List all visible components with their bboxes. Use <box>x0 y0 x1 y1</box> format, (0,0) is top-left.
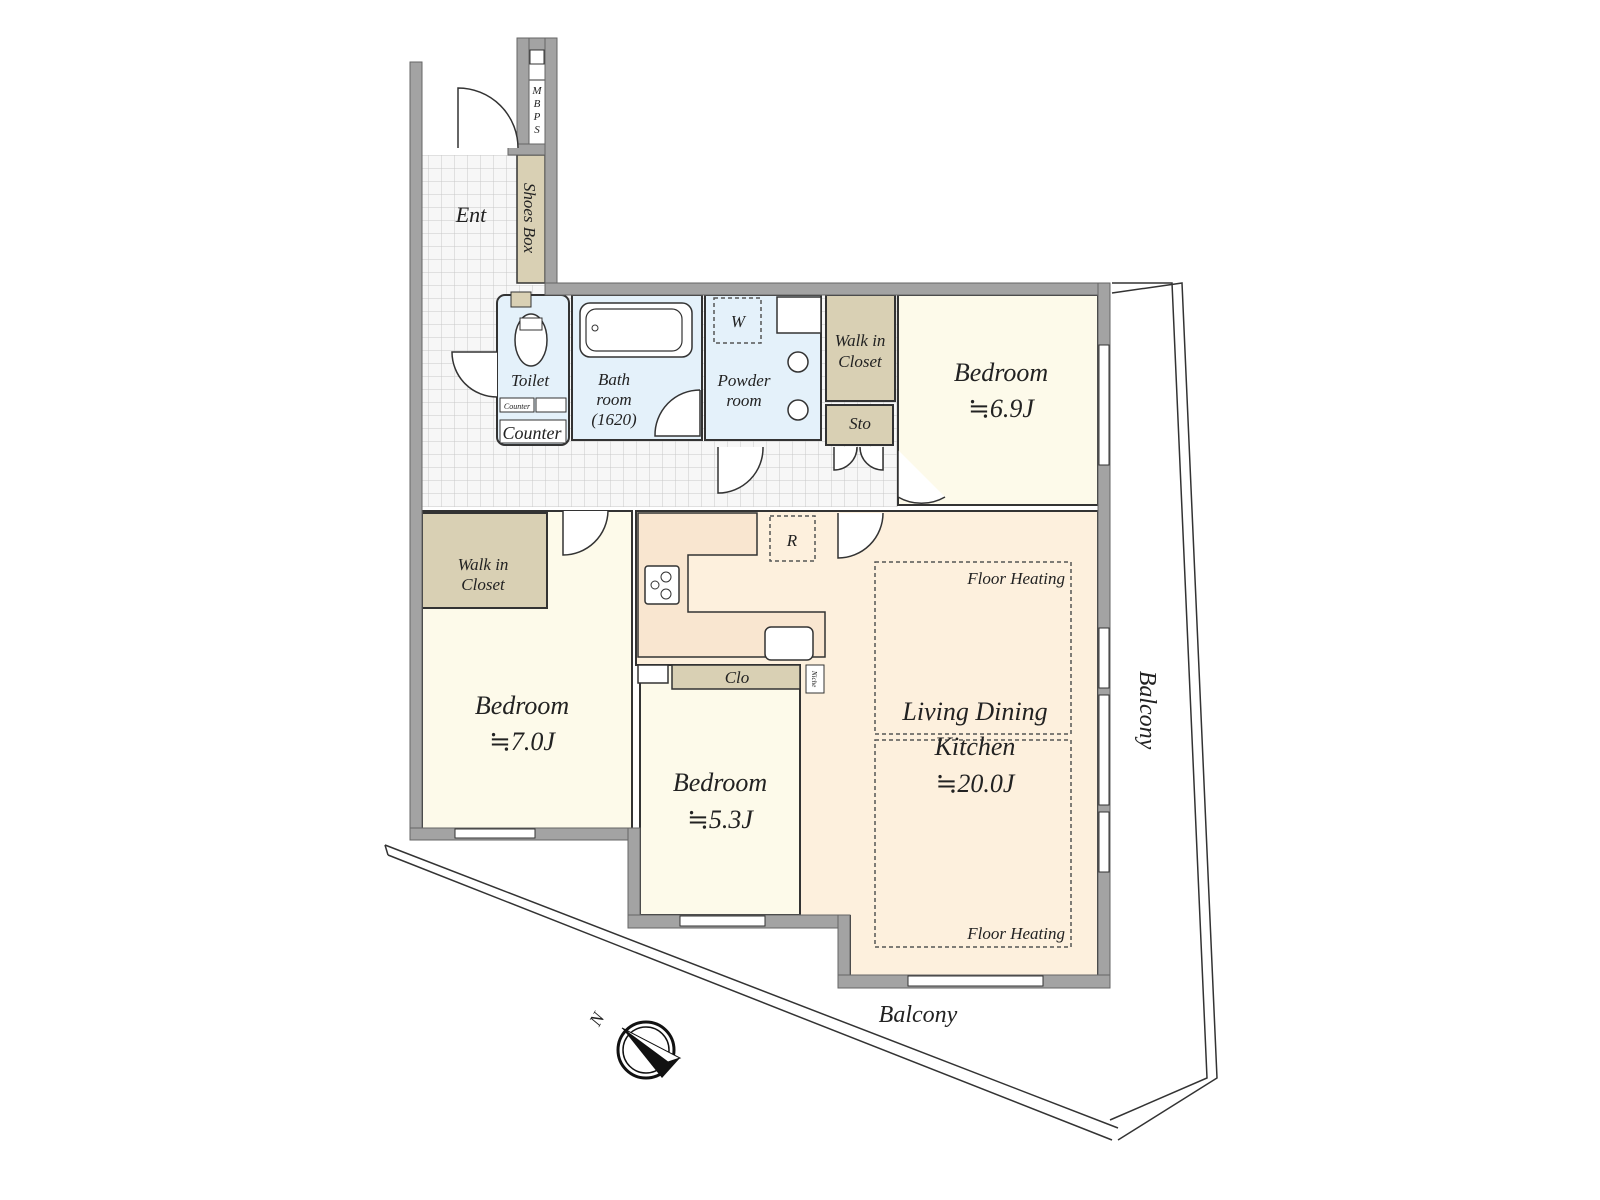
label-mbps-s: S <box>534 124 540 136</box>
label-floor-heating-top: Floor Heating <box>966 569 1065 588</box>
label-wic-left-2: Closet <box>461 575 506 594</box>
bedroom-s <box>639 664 801 916</box>
washer-space <box>713 297 762 344</box>
label-bedroom-s: Bedroom <box>673 768 767 797</box>
kitchen-sink-icon <box>764 626 814 661</box>
label-ldk-size: ≒20.0J <box>936 769 1016 798</box>
entry-door[interactable] <box>457 87 519 149</box>
label-bedroom-ne-size: ≒6.9J <box>968 394 1035 423</box>
label-ldk-1: Living Dining <box>901 697 1047 726</box>
label-counter: Counter <box>502 423 562 443</box>
label-wic-top-2: Closet <box>838 352 883 371</box>
compass-icon: N <box>585 1008 682 1080</box>
label-ldk-2: Kitchen <box>934 732 1016 761</box>
label-balcony-south: Balcony <box>879 1002 958 1028</box>
bedroom-ne <box>897 294 1099 506</box>
label-bedroom-s-size: ≒5.3J <box>687 805 754 834</box>
refrigerator-space <box>769 515 816 562</box>
label-bedroom-ne: Bedroom <box>954 358 1048 387</box>
compass-north-label: N <box>585 1008 609 1030</box>
label-powder: Powder <box>717 371 771 390</box>
bathtub-icon <box>579 302 693 358</box>
label-bedroom-w-size: ≒7.0J <box>489 727 556 756</box>
doors <box>451 87 946 559</box>
label-niche: Niche <box>810 670 818 687</box>
label-shoes-box: Shoes Box <box>520 183 539 254</box>
label-powder-room: room <box>726 391 761 410</box>
floor-heating-top <box>874 561 1072 735</box>
label-floor-heating-bottom: Floor Heating <box>966 924 1065 943</box>
walk-in-closet-left <box>421 512 548 609</box>
label-storage: Sto <box>849 414 871 433</box>
label-mbps-p: P <box>533 111 541 123</box>
label-toilet-counter: Counter <box>504 402 531 411</box>
label-toilet: Toilet <box>511 371 550 390</box>
windows <box>454 344 1110 987</box>
floor-heating-bottom <box>874 739 1072 948</box>
label-wic-left-1: Walk in <box>458 555 509 574</box>
balcony-south <box>384 844 1119 1141</box>
label-mbps-b: B <box>534 98 541 110</box>
label-entrance: Ent <box>455 202 487 227</box>
entrance-floor <box>422 155 517 285</box>
label-washer: W <box>731 312 747 331</box>
closet <box>671 664 801 690</box>
storage <box>825 404 894 446</box>
label-mbps-m: M <box>531 85 542 97</box>
label-balcony-east: Balcony <box>1134 671 1160 750</box>
label-bath: Bath <box>598 370 630 389</box>
toilet-icon <box>514 313 548 367</box>
niche <box>805 664 825 694</box>
balcony-east <box>1109 282 1218 1141</box>
label-bath-room: room <box>596 390 631 409</box>
label-closet: Clo <box>725 668 750 687</box>
stove-icon <box>644 565 680 605</box>
label-wic-top-1: Walk in <box>835 331 886 350</box>
label-bedroom-w: Bedroom <box>475 691 569 720</box>
kitchen-area <box>637 512 826 658</box>
label-bath-size: (1620) <box>591 410 637 429</box>
shoes-box <box>516 154 546 284</box>
label-refrigerator: R <box>786 531 798 550</box>
